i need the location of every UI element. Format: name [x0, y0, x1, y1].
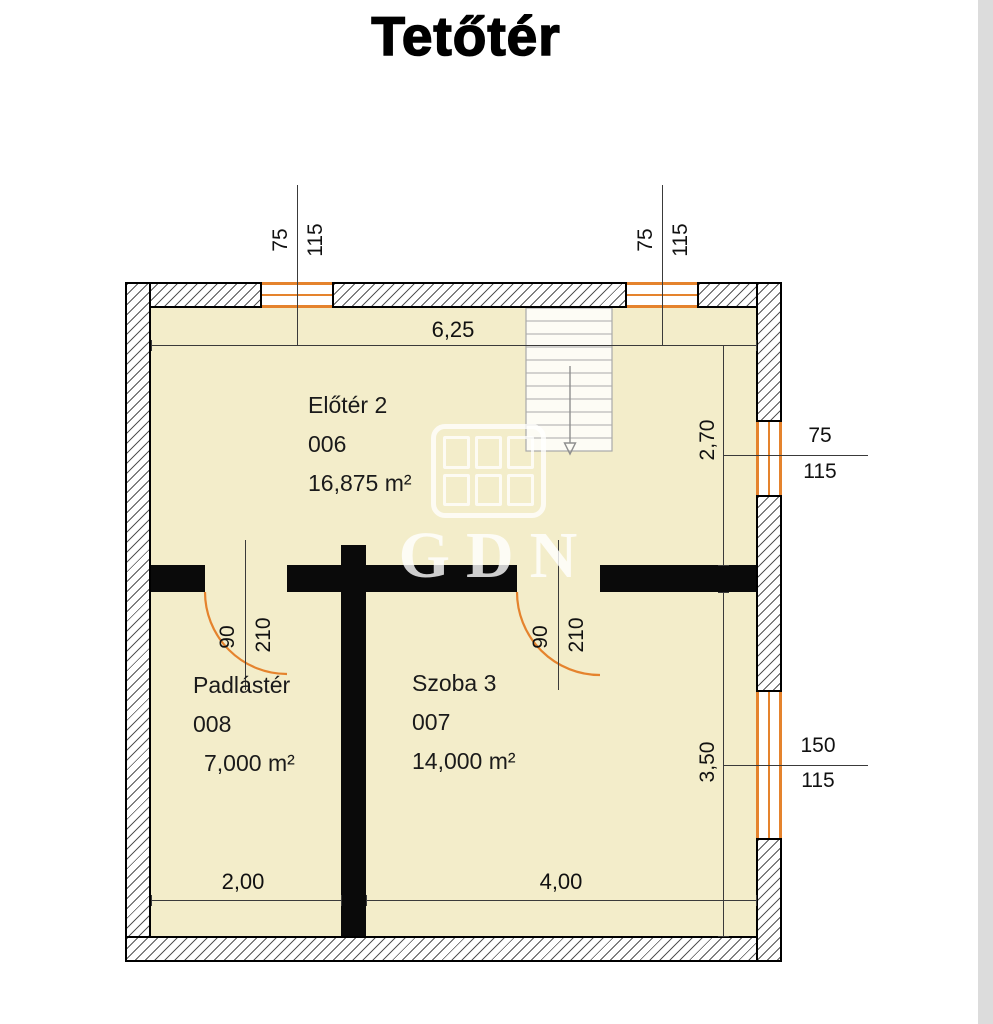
dim-label-eloter-depth: 2,70: [696, 419, 719, 461]
room-name: Előtér 2: [308, 392, 388, 418]
exterior-wall-bottom: [125, 936, 782, 962]
dim-line-bottom-left: [151, 900, 341, 901]
room-number: 006: [308, 431, 347, 457]
window-top-left-parapet-label: 115: [304, 223, 327, 257]
window-right-upper-width-label: 75: [808, 424, 832, 447]
dim-tick: [718, 565, 729, 566]
door-right-height-label: 210: [565, 617, 588, 653]
exterior-wall-right-upper: [756, 282, 782, 422]
dim-label-szoba-width: 4,00: [539, 869, 583, 894]
exterior-wall-right-lower: [756, 838, 782, 962]
room-label-szoba3: Szoba 3 007 14,000 m²: [412, 664, 516, 781]
room-number: 007: [412, 709, 451, 735]
window-top-right-parapet-label: 115: [669, 223, 692, 257]
dim-tick: [718, 936, 729, 937]
exterior-wall-right-mid: [756, 495, 782, 692]
dim-line-szoba-depth: [723, 592, 724, 936]
ext-line-window-right-lower: [723, 765, 868, 766]
dim-line-top-width: [151, 345, 756, 346]
stair-direction-arrow: [563, 366, 577, 456]
door-right-width-label: 90: [529, 625, 552, 649]
door-swing-arc-right: [515, 591, 601, 677]
window-right-upper: [756, 422, 782, 495]
room-floor-szoba3: [366, 592, 756, 936]
room-label-eloter2: Előtér 2 006 16,875 m²: [308, 386, 412, 503]
exterior-wall-top-mid: [332, 282, 627, 308]
dim-line-bottom-right: [366, 900, 756, 901]
exterior-wall-left: [125, 282, 151, 962]
page-title: Tetőtér: [371, 4, 561, 68]
room-name: Padlástér: [193, 672, 291, 698]
ext-line-window-top-right: [662, 185, 663, 345]
dim-tick: [756, 340, 757, 351]
dim-tick: [366, 895, 367, 906]
room-name: Szoba 3: [412, 670, 497, 696]
dim-label-szoba-depth: 3,50: [696, 741, 719, 783]
dim-line-door-right: [558, 540, 559, 690]
window-right-upper-parapet-label: 115: [803, 460, 837, 483]
room-area: 7,000 m²: [204, 750, 295, 776]
interior-wall-left-seg: [151, 565, 205, 592]
interior-wall-mid-seg: [287, 565, 517, 592]
interior-wall-right-seg: [600, 565, 756, 592]
ext-line-window-top-left: [297, 185, 298, 345]
door-swing-arc-left: [203, 591, 288, 676]
interior-wall-vertical: [341, 545, 366, 936]
ext-line-window-right-upper: [723, 455, 868, 456]
door-left-width-label: 90: [216, 625, 239, 649]
room-area: 16,875 m²: [308, 470, 412, 496]
window-top-right-width-label: 75: [634, 228, 657, 252]
window-right-lower-width-label: 150: [800, 734, 836, 757]
dim-tick: [341, 895, 342, 906]
dim-label-eloter-width: 6,25: [431, 317, 475, 342]
door-left-height-label: 210: [252, 617, 275, 653]
room-number: 008: [193, 711, 232, 737]
window-pane: [768, 422, 770, 495]
dim-line-door-left: [245, 540, 246, 690]
room-label-padlaster: Padlástér 008 7,000 m²: [193, 666, 295, 783]
room-floor-padlaster: [151, 592, 341, 936]
dim-label-padlaster-width: 2,00: [221, 869, 265, 894]
dim-tick: [756, 895, 757, 906]
right-edge-bar: [978, 0, 993, 1024]
room-area: 14,000 m²: [412, 748, 516, 774]
window-top-left-width-label: 75: [269, 228, 292, 252]
door-opening-left: [205, 565, 287, 592]
dim-tick: [718, 345, 729, 346]
stair-treads: [526, 320, 612, 439]
dim-tick: [151, 340, 152, 351]
dim-tick: [151, 895, 152, 906]
dim-tick: [718, 592, 729, 593]
window-right-lower-parapet-label: 115: [801, 769, 835, 792]
staircase: [525, 308, 613, 456]
